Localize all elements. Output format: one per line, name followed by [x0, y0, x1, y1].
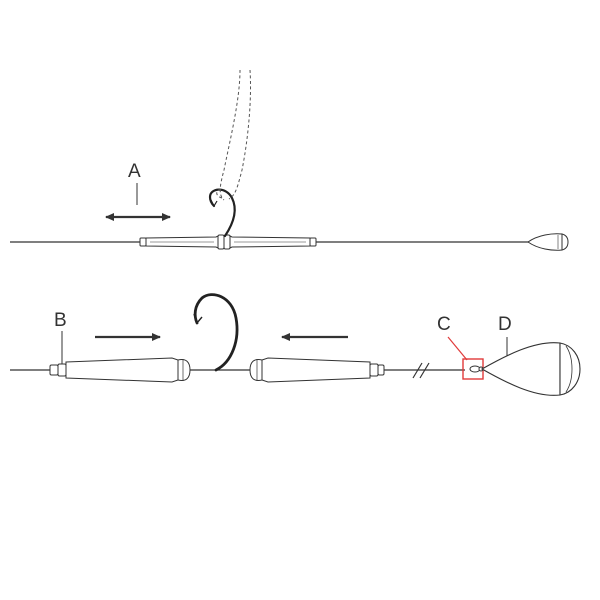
- right-sleeve-tube: [249, 357, 385, 383]
- top-sinker-weight: [527, 233, 569, 251]
- top-rig: A: [10, 69, 569, 251]
- dashed-leader-loop: [216, 69, 252, 201]
- left-sleeve-tube: [49, 357, 191, 383]
- label-a: A: [128, 161, 141, 182]
- fish-hook-icon: [208, 188, 236, 238]
- fish-hook-icon: [193, 293, 239, 372]
- label-c: C: [437, 314, 451, 335]
- label-c-leader: [447, 336, 468, 361]
- sinker-weight-icon: [480, 342, 581, 396]
- label-b: B: [54, 310, 67, 331]
- bottom-rig: B C D: [10, 293, 581, 396]
- line-break-mark: [412, 362, 430, 379]
- label-d: D: [498, 314, 512, 335]
- top-sleeve: [139, 234, 317, 250]
- swivel-connector: [469, 365, 484, 373]
